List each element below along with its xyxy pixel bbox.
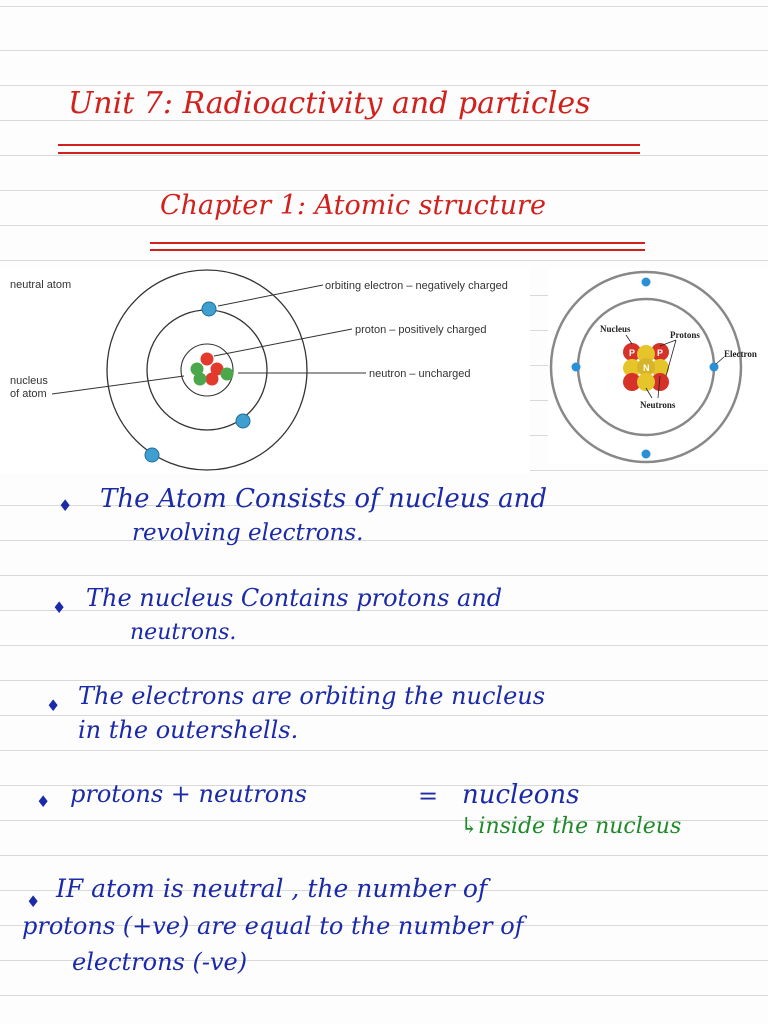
bullet-1: ♦ <box>58 496 73 515</box>
label-neutral-atom: neutral atom <box>10 279 71 291</box>
neutron-ball <box>637 373 655 391</box>
note-5-line-2: protons (+ve) are equal to the number of <box>22 912 524 940</box>
electron-particle <box>641 449 651 459</box>
unit-title: Unit 7: Radioactivity and particles <box>68 86 591 121</box>
note-2-line-1: The nucleus Contains protons and <box>86 584 503 612</box>
nucleus-ring <box>180 343 234 397</box>
neutral-atom-svg: neutral atom nucleus of atom orbiting el… <box>10 269 508 471</box>
neutron-particle <box>193 372 207 386</box>
label-electron: Electron <box>724 349 757 359</box>
proton-pointer <box>213 328 353 357</box>
neutron-ball <box>637 358 655 376</box>
note-4-equals: = <box>418 782 439 810</box>
proton-ball <box>623 343 641 361</box>
nucleus-pointer <box>625 334 633 345</box>
label-nucleus: Nucleus <box>600 324 631 334</box>
note-2-line-2: neutrons. <box>130 620 237 645</box>
unit-title-underline-1 <box>58 144 640 146</box>
protons-pointer <box>665 339 677 377</box>
chapter-title-underline-1 <box>150 242 645 244</box>
label-protons: Protons <box>670 330 700 340</box>
note-5-line-1: IF atom is neutral , the number of <box>56 874 488 903</box>
label-nucleus: nucleus <box>10 375 48 387</box>
neutron-ball <box>637 345 655 363</box>
electron-particle <box>235 413 251 429</box>
proton-ball <box>651 343 669 361</box>
note-4-left: protons + neutrons <box>70 780 307 808</box>
electron-particle <box>201 301 217 317</box>
neutron-particle <box>220 367 234 381</box>
proton-ball <box>623 373 641 391</box>
label-neutron: neutron – uncharged <box>369 368 471 380</box>
electron-pointer <box>217 284 324 307</box>
nucleus-pointer <box>51 375 185 395</box>
outer-shell <box>106 269 308 471</box>
label-orbiting-electron: orbiting electron – negatively charged <box>325 280 508 292</box>
proton-ball <box>651 373 669 391</box>
neutrons-pointer <box>645 387 653 399</box>
note-3-line-1: The electrons are orbiting the nucleus <box>78 682 546 710</box>
electron-particle <box>709 362 719 372</box>
middle-shell <box>146 309 268 431</box>
n-label: N <box>643 363 650 373</box>
electron-particle <box>641 277 651 287</box>
atom-model-svg: P P N Nucleus Protons Electron Neutrons <box>549 270 757 464</box>
neutrons-pointer <box>657 375 661 399</box>
nucleus-particles <box>190 352 234 386</box>
label-neutrons: Neutrons <box>640 400 676 410</box>
p-label: P <box>657 348 663 358</box>
neutron-ball <box>623 359 641 377</box>
proton-particle <box>200 352 214 366</box>
nucleus-cluster: P P N <box>623 343 669 391</box>
electron-particle <box>571 362 581 372</box>
label-of-atom: of atom <box>10 388 47 400</box>
atom-model-diagram: P P N Nucleus Protons Electron Neutrons <box>548 268 768 464</box>
bullet-3: ♦ <box>46 696 61 715</box>
unit-title-underline-2 <box>58 152 640 154</box>
protons-pointer <box>659 339 677 347</box>
chapter-title: Chapter 1: Atomic structure <box>160 190 546 221</box>
chapter-title-underline-2 <box>150 249 645 251</box>
note-3-line-2: in the outershells. <box>78 716 299 744</box>
outer-orbit <box>549 270 743 464</box>
note-5-line-3: electrons (-ve) <box>72 948 248 976</box>
neutron-particle <box>190 362 204 376</box>
note-1-line-2: revolving electrons. <box>132 520 364 546</box>
note-4-subnote: ↳inside the nucleus <box>460 814 682 839</box>
electron-particle <box>144 447 160 463</box>
neutral-atom-diagram: neutral atom nucleus of atom orbiting el… <box>0 268 530 474</box>
electron-pointer <box>715 356 725 365</box>
note-4-right: nucleons <box>462 780 580 810</box>
proton-particle <box>205 372 219 386</box>
note-1-line-1: The Atom Consists of nucleus and <box>100 484 547 514</box>
bullet-4: ♦ <box>36 792 51 811</box>
bullet-5: ♦ <box>26 892 41 911</box>
bullet-2: ♦ <box>52 598 67 617</box>
proton-particle <box>210 362 224 376</box>
label-proton: proton – positively charged <box>355 324 486 336</box>
neutron-ball <box>651 359 669 377</box>
p-label: P <box>629 348 635 358</box>
